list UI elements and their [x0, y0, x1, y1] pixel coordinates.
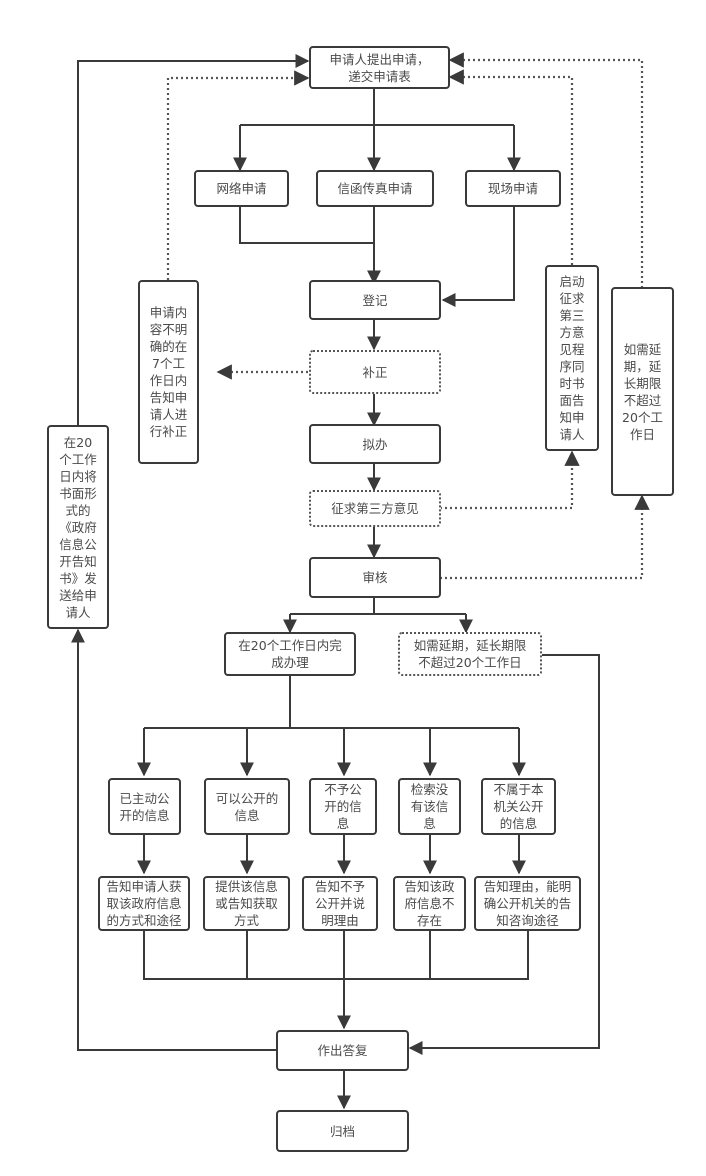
node-result-not-disclose: 告知不予 公开并说 明理由 — [302, 876, 378, 931]
node-written-notice: 在20 个工作 日内将 书面形 式的 《政府 信息公 开告知 书》发 送给申 请… — [47, 425, 109, 629]
node-third-party-note: 启动 征求 第三 方意 见程 序同 时书 面告 知申 请人 — [545, 265, 599, 451]
node-category-not-disclose: 不予公 开的信 息 — [309, 778, 377, 835]
node-review: 审核 — [309, 557, 441, 598]
node-extension-note: 如需延 期，延 长期限 不超过 20个工 作日 — [611, 287, 674, 496]
edge-third-note — [440, 450, 580, 510]
edge-extension-reply — [408, 654, 600, 1055]
node-result-not-found: 告知该政 府信息不 存在 — [393, 876, 466, 931]
edge-review-split — [290, 597, 466, 615]
edge-review-extnote — [440, 494, 650, 580]
node-submit-application: 申请人提出申请， 递交申请表 — [309, 46, 450, 89]
node-online-application: 网络申请 — [194, 170, 289, 207]
edge-online-register — [239, 205, 374, 244]
node-category-can-disclose: 可以公开的 信息 — [204, 778, 290, 835]
node-correction-note: 申请内 容不明 确的在 7个工 作日内 告知申 请人进 行补正 — [138, 280, 199, 464]
node-category-not-found: 检索没 有该信 息 — [398, 778, 461, 835]
node-register: 登记 — [309, 280, 441, 320]
edge-extnote-submit — [448, 52, 644, 288]
node-third-party-opinion: 征求第三方意见 — [309, 490, 441, 527]
edge-notice-submit — [77, 54, 310, 425]
node-category-other-agency: 不属于本 机关公开 的信息 — [481, 778, 556, 835]
edge-onsite-register — [441, 205, 515, 307]
node-correction: 补正 — [309, 350, 441, 394]
node-reply: 作出答复 — [276, 1030, 409, 1071]
edge-note-submit — [166, 70, 310, 280]
node-draft: 拟办 — [309, 424, 441, 464]
node-result-active: 告知申请人获 取该政府信息 的方式和途径 — [98, 876, 190, 931]
node-complete-within-20-days: 在20个工作日内完 成办理 — [224, 632, 356, 676]
node-letter-fax-application: 信函传真申请 — [316, 170, 434, 207]
edge-complete-split — [144, 675, 519, 729]
edge-submit-split — [240, 88, 514, 126]
node-category-active: 已主动公 开的信息 — [108, 778, 181, 835]
node-onsite-application: 现场申请 — [465, 170, 561, 207]
edge-reply-notice — [71, 628, 276, 1051]
node-archive: 归档 — [276, 1110, 409, 1152]
node-extension: 如需延期，延长期限 不超过20个工作日 — [398, 632, 542, 676]
node-result-can-disclose: 提供该信息 或告知获取 方式 — [203, 876, 290, 931]
node-result-other-agency: 告知理由，能明 确公开机关的告 知咨询途径 — [474, 876, 581, 931]
